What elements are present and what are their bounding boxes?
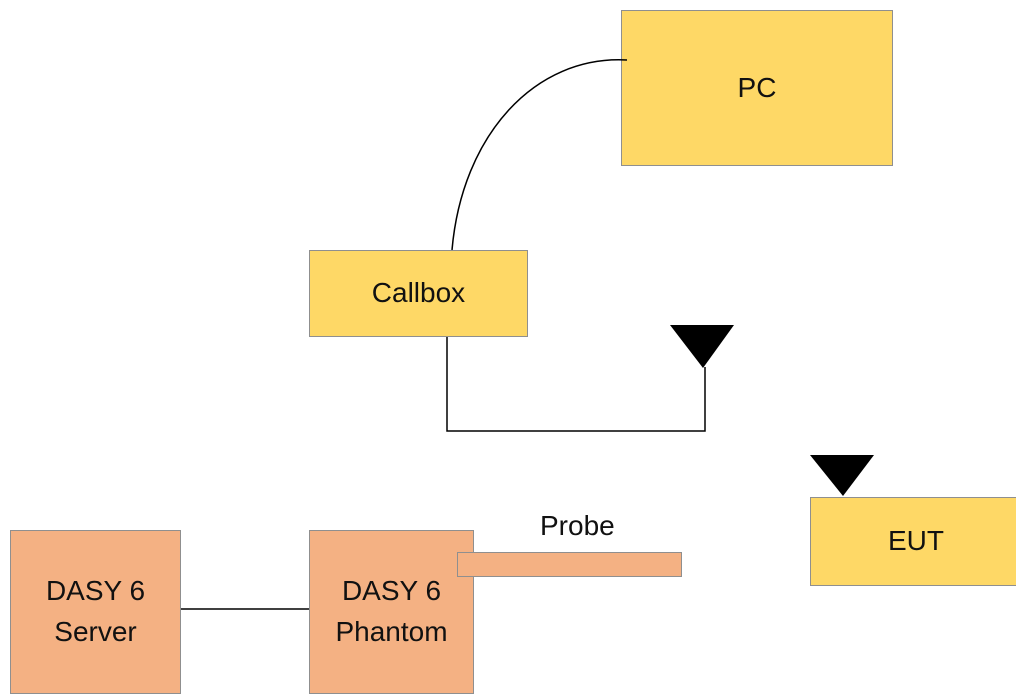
callbox-label: Callbox [371, 277, 466, 309]
dasy-phantom-box: DASY 6 Phantom [309, 530, 474, 694]
callbox-box: Callbox [309, 250, 528, 337]
eut-label: EUT [888, 525, 944, 557]
callbox-antenna-cable [446, 337, 706, 432]
dasy-phantom-label: DASY 6 Phantom [335, 575, 448, 647]
antenna-icon [810, 455, 874, 496]
probe-label: Probe [540, 510, 615, 541]
antenna-icon [670, 325, 734, 368]
dasy-server-label: DASY 6 Server [45, 575, 146, 647]
pc-callbox-cable [451, 59, 628, 251]
pc-box: PC [621, 10, 893, 166]
probe-bar [457, 552, 682, 577]
eut-box: EUT [810, 497, 1016, 586]
pc-label: PC [737, 71, 777, 103]
dasy-server-box: DASY 6 Server [10, 530, 181, 694]
